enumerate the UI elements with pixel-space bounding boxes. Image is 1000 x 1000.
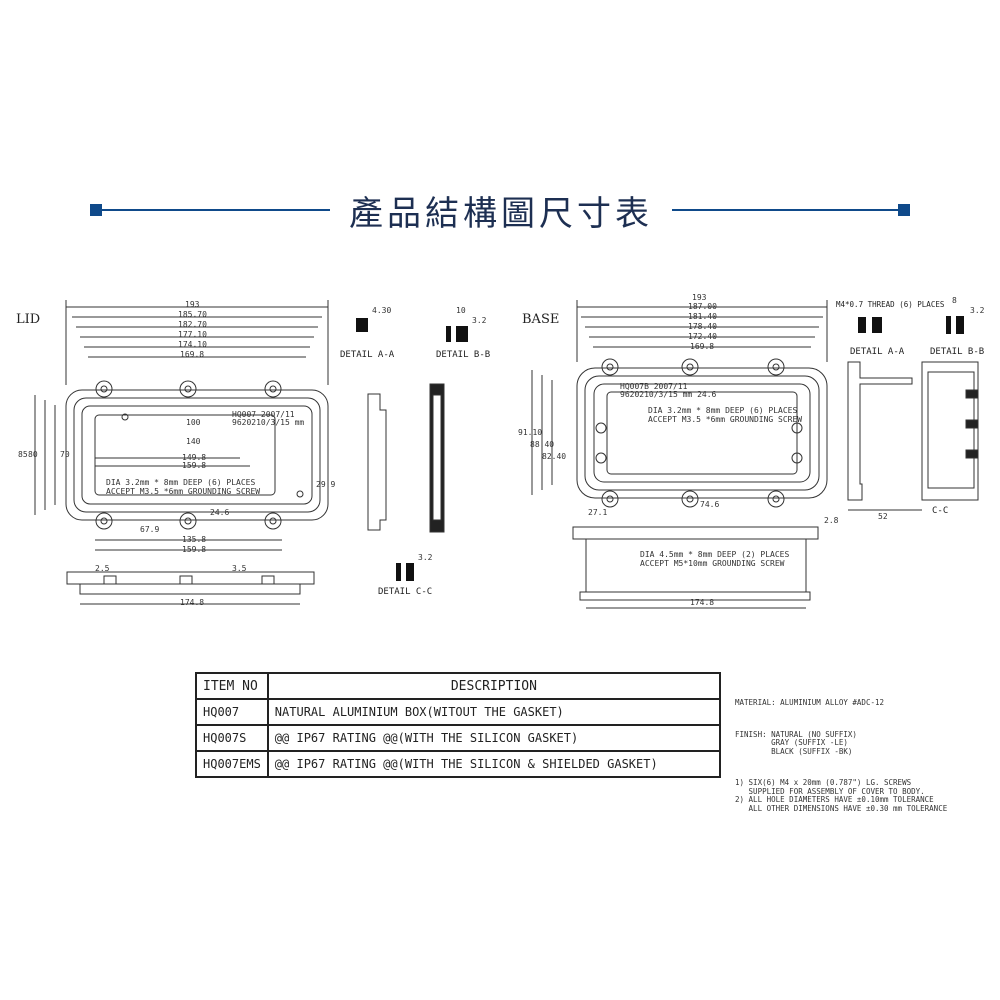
base-detail-a-label: DETAIL A-A (850, 347, 905, 357)
base-section-view (847, 361, 979, 511)
lid-marking-2: 9620210/3/15 mm (232, 418, 305, 427)
material-note: MATERIAL: ALUMINIUM ALLOY #ADC-12 (735, 698, 885, 707)
lid-dim-side-80: 80 (28, 450, 38, 459)
lid-detail-dim-2: 10 (456, 306, 466, 315)
item-description: @@ IP67 RATING @@(WITH THE SILICON GASKE… (266, 724, 722, 752)
base-dim-4: 172.40 (688, 332, 717, 341)
lid-dim-side-70: 70 (60, 450, 70, 459)
item-code: HQ007EMS (195, 750, 269, 778)
lid-dim-29: 29.9 (316, 480, 336, 489)
item-table: ITEM NO DESCRIPTION HQ007 NATURAL ALUMIN… (195, 672, 722, 778)
base-marking-1: HQ007B 2007/11 (620, 382, 688, 391)
base-thread-note: M4*0.7 THREAD (6) PLACES (836, 300, 945, 309)
page-header: 產品結構圖尺寸表 (0, 180, 1000, 240)
base-dim-side-1: 91.10 (518, 428, 543, 437)
item-table-header: ITEM NO DESCRIPTION (195, 672, 722, 700)
base-dim-side-2: 88.40 (530, 440, 555, 449)
spec-notes: MATERIAL: ALUMINIUM ALLOY #ADC-12 FINISH… (735, 682, 947, 822)
base-note-2: ACCEPT M3.5 *6mm GROUNDING SCREW (648, 415, 803, 424)
header-marker-right (898, 204, 910, 216)
lid-dim-side-85: 85 (18, 450, 28, 459)
header-rule-right (672, 209, 906, 211)
base-dim-5: 169.8 (690, 342, 715, 351)
lid-side-view (66, 571, 315, 605)
base-top-view (531, 300, 828, 508)
lid-detail-b-label: DETAIL B-B (436, 350, 491, 360)
base-dim-27: 27.1 (588, 508, 608, 517)
header-marker-left (90, 204, 102, 216)
lid-dim-overall: 193 (185, 300, 200, 309)
assembly-notes: 1) SIX(6) M4 x 20mm (0.787") LG. SCREWS … (735, 778, 948, 813)
lid-detail-dim-1: 4.30 (372, 306, 392, 315)
lid-dim-inner-140: 140 (186, 437, 201, 446)
table-row: HQ007 NATURAL ALUMINIUM BOX(WITOUT THE G… (195, 698, 722, 726)
lid-marking-1: HQ007 2007/11 (232, 410, 295, 419)
base-note2-1: DIA 4.5mm * 8mm DEEP (2) PLACES (640, 550, 790, 559)
base-detail-dim-8: 8 (952, 296, 957, 305)
lid-top-view (34, 300, 329, 551)
lid-dim-5: 169.8 (180, 350, 205, 359)
base-dim-side-3: 82.40 (542, 452, 567, 461)
base-dim-3: 178.40 (688, 322, 717, 331)
col-item-header: ITEM NO (195, 672, 269, 700)
base-dim-2: 181.40 (688, 312, 717, 321)
table-row: HQ007S @@ IP67 RATING @@(WITH THE SILICO… (195, 724, 722, 752)
page-title: 產品結構圖尺寸表 (349, 194, 653, 234)
lid-detail-a-label: DETAIL A-A (340, 350, 395, 360)
base-detail-b-label: DETAIL B-B (930, 347, 985, 357)
lid-dim-2: 182.70 (178, 320, 207, 329)
header-rule-left (96, 209, 330, 211)
lid-dim-inner-100: 100 (186, 418, 201, 427)
base-note2-2: ACCEPT M5*10mm GROUNDING SCREW (640, 559, 785, 568)
lid-note-1: DIA 3.2mm * 8mm DEEP (6) PLACES (106, 478, 256, 487)
base-dim-52: 52 (878, 512, 888, 521)
lid-dim-159b: 159.8 (182, 545, 207, 554)
item-code: HQ007 (195, 698, 269, 726)
lid-dim-135: 135.8 (182, 535, 207, 544)
base-dim-bottom: 174.8 (690, 598, 715, 607)
item-code: HQ007S (195, 724, 269, 752)
lid-dim-4: 174.10 (178, 340, 207, 349)
item-description: @@ IP67 RATING @@(WITH THE SILICON & SHI… (266, 750, 722, 778)
base-marking-2: 9620210/3/15 mm 24.6 (620, 390, 717, 399)
lid-detail-c-label: DETAIL C-C (378, 587, 433, 597)
finish-note: FINISH: NATURAL (NO SUFFIX) GRAY (SUFFIX… (735, 729, 857, 756)
lid-note-2: ACCEPT M3.5 *6mm GROUNDING SCREW (106, 487, 261, 496)
base-dim-74: 74.6 (700, 500, 720, 509)
lid-dim-inner-159: 159.8 (182, 461, 207, 470)
lid-dim-24: 24.6 (210, 508, 230, 517)
lid-section-view (367, 383, 445, 533)
col-desc-header: DESCRIPTION (266, 672, 722, 700)
lid-dim-3-5: 3.5 (232, 564, 247, 573)
lid-dim-2-5: 2.5 (95, 564, 110, 573)
lid-dim-1: 185.70 (178, 310, 207, 319)
base-section-label: C-C (932, 506, 949, 516)
lid-dim-67: 67.9 (140, 525, 160, 534)
lid-detail-dim-4: 3.2 (418, 553, 433, 562)
base-dim-2-8: 2.8 (824, 516, 839, 525)
lid-label: LID (16, 312, 41, 327)
base-note-1: DIA 3.2mm * 8mm DEEP (6) PLACES (648, 406, 798, 415)
base-detail-dim-3-2: 3.2 (970, 306, 985, 315)
lid-dim-inner-149: 149.8 (182, 453, 207, 462)
base-dim-overall: 193 (692, 293, 707, 302)
lid-dim-3: 177.10 (178, 330, 207, 339)
base-label: BASE (522, 312, 560, 327)
lid-dim-bottom: 174.8 (180, 598, 205, 607)
base-dim-1: 187.00 (688, 302, 717, 311)
base-side-view (572, 526, 819, 609)
item-description: NATURAL ALUMINIUM BOX(WITOUT THE GASKET) (266, 698, 722, 726)
lid-detail-dim-3: 3.2 (472, 316, 487, 325)
table-row: HQ007EMS @@ IP67 RATING @@(WITH THE SILI… (195, 750, 722, 778)
